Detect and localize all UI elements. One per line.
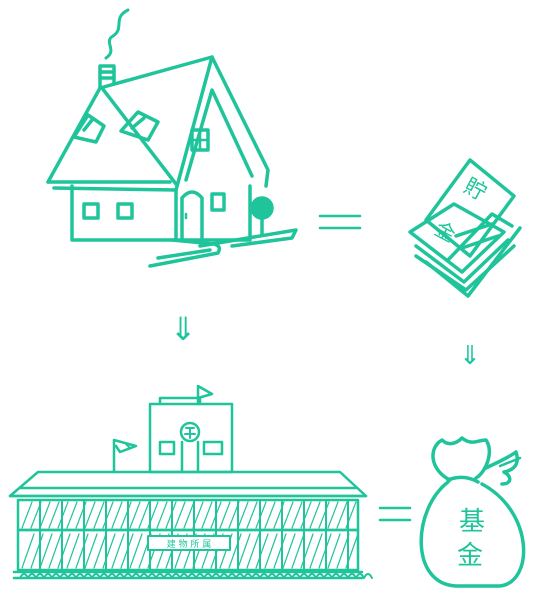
hatch-line: [130, 502, 140, 528]
hatch-line: [202, 502, 212, 528]
hatch-line: [337, 502, 347, 528]
fund-char-1: 基: [459, 507, 485, 537]
hatch-line: [247, 502, 257, 528]
hatch-line: [328, 502, 338, 528]
hatch-line: [220, 502, 230, 528]
hatch-line: [292, 502, 302, 528]
hatch-line: [283, 502, 293, 528]
hatch-line: [310, 502, 320, 528]
tree-icon: [252, 198, 272, 234]
arrow-down-left: ⇓: [170, 310, 197, 348]
savings-char-1: 貯: [459, 174, 490, 206]
hatch-line: [184, 502, 194, 528]
equals-sign-bottom: [380, 508, 410, 520]
equals-sign-top: [320, 216, 360, 228]
hatch-line: [67, 502, 77, 528]
hatch-line: [319, 502, 329, 528]
arrow-down-right: ⇓: [459, 341, 481, 371]
hatch-line: [301, 502, 311, 528]
hatch-line: [49, 502, 59, 528]
hatch-line: [121, 502, 131, 528]
hatch-line: [85, 502, 95, 528]
hatch-line: [94, 502, 104, 528]
hatch-line: [238, 502, 248, 528]
house-icon: [48, 10, 296, 266]
hatch-line: [103, 502, 113, 528]
fund-char-2: 金: [457, 541, 483, 571]
hatch-line: [265, 502, 275, 528]
hatch-line: [157, 502, 167, 528]
hatch-line: [22, 502, 32, 528]
money-stack-icon: [410, 160, 520, 296]
hatch-line: [139, 502, 149, 528]
building-sign-text: 建 物 所 属: [167, 538, 212, 550]
hatch-line: [40, 502, 50, 528]
hatch-line: [112, 502, 122, 528]
hatch-line: [175, 502, 185, 528]
